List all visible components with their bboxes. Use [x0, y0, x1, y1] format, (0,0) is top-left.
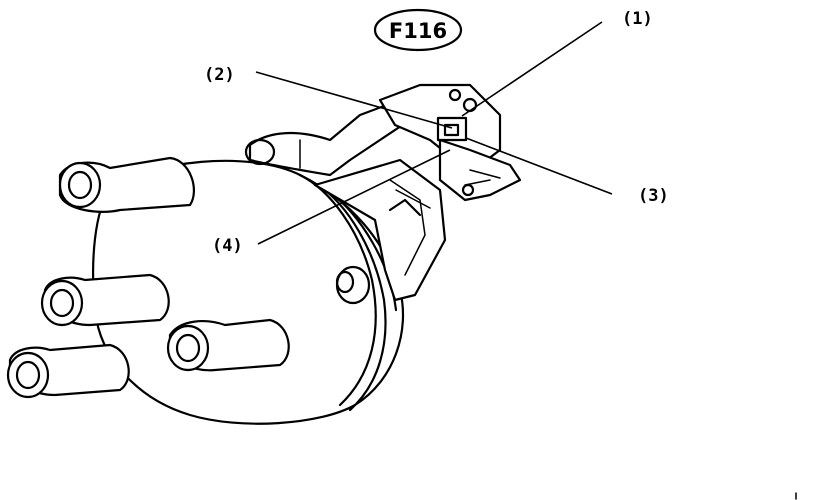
figure-label: F116 [373, 8, 463, 52]
leader-line-4 [257, 149, 451, 245]
vacuum-tube [244, 98, 412, 177]
leader-line-2 [255, 71, 453, 129]
cap-terminal-4 [166, 318, 290, 372]
callout-4: (4) [212, 236, 243, 256]
hold-down-bolt [335, 265, 371, 305]
leader-lines [255, 21, 613, 245]
figure-id-text: F116 [389, 19, 447, 43]
leader-line-1 [461, 21, 603, 117]
leader-line-3 [465, 137, 613, 195]
cap-terminal-3 [6, 343, 130, 399]
callout-1: (1) [622, 9, 653, 29]
cap-terminal-2 [40, 273, 170, 327]
cap-terminal-1 [58, 156, 195, 213]
mounting-flange [313, 158, 447, 302]
callout-3: (3) [638, 186, 669, 206]
callout-2: (2) [204, 65, 235, 85]
